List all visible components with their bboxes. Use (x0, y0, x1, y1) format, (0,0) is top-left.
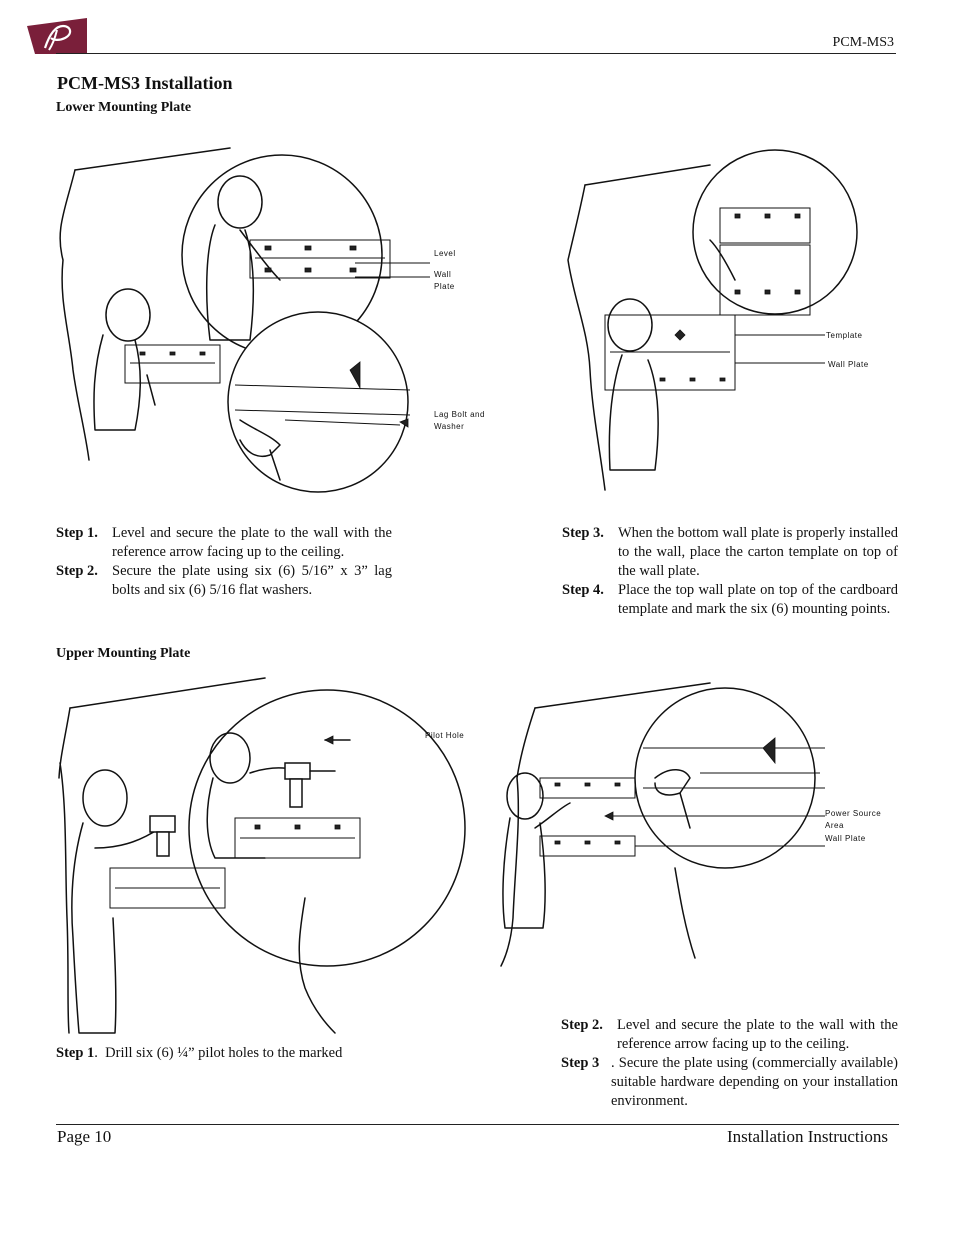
header-divider (56, 53, 896, 54)
step-key: Step 1. (56, 525, 98, 541)
step-key: Step 3 (561, 1055, 600, 1071)
step-item: Step 2. Level and secure the plate to th… (561, 1016, 898, 1054)
step-item: Step 4. Place the top wall plate on top … (562, 581, 898, 619)
steps-upper-right: Step 2. Level and secure the plate to th… (561, 1016, 898, 1111)
steps-lower-right: Step 3. When the bottom wall plate is pr… (562, 524, 898, 619)
step-text: . Secure the plate using (commercially a… (611, 1055, 898, 1109)
step-key: Step 2. (561, 1017, 603, 1033)
model-code: PCM-MS3 (832, 35, 894, 50)
page-number: Page 10 (57, 1127, 112, 1146)
figure-upper-secure: Power Source Area Wall Plate (495, 668, 895, 968)
step-item: Step 1 . Drill six (6) ¼” pilot holes to… (56, 1044, 456, 1063)
step-item: Step 1. Level and secure the plate to th… (56, 524, 392, 562)
step-text: Level and secure the plate to the wall w… (617, 1017, 898, 1052)
step-item: Step 2. Secure the plate using six (6) 5… (56, 562, 392, 600)
callout-lag-bolt: Lag Bolt and Washer (434, 410, 485, 431)
callout-wall-plate-3: Wall Plate (825, 834, 866, 843)
steps-upper-left: Step 1 . Drill six (6) ¼” pilot holes to… (56, 1044, 456, 1063)
step-key: Step 3. (562, 525, 604, 541)
figure-lower-template: Template Wall Plate (560, 130, 890, 525)
section-title-lower: Lower Mounting Plate (56, 100, 192, 115)
step-key: Step 1 (56, 1045, 95, 1061)
callout-power-source: Power Source Area (825, 809, 882, 830)
section-title-upper: Upper Mounting Plate (56, 646, 191, 661)
step-key: Step 2. (56, 563, 98, 579)
step-key: Step 4. (562, 582, 604, 598)
step-text: Place the top wall plate on top of the c… (618, 582, 898, 617)
callout-wall-plate: Wall Plate (434, 270, 455, 291)
callout-level: Level (434, 249, 456, 258)
callout-template: Template (826, 331, 863, 340)
callout-wall-plate-2: Wall Plate (828, 360, 869, 369)
step-text: Secure the plate using six (6) 5/16” x 3… (112, 563, 392, 598)
step-item: Step 3. When the bottom wall plate is pr… (562, 524, 898, 581)
brand-logo (27, 18, 87, 54)
figure-lower-level: Level Wall Plate Lag Bolt and Washer (55, 130, 495, 525)
footer-divider (56, 1124, 899, 1125)
step-text: When the bottom wall plate is properly i… (618, 525, 898, 579)
step-item: Step 3 . Secure the plate using (commerc… (561, 1054, 898, 1111)
page-title: PCM-MS3 Installation (57, 73, 233, 93)
step-text: Level and secure the plate to the wall w… (112, 525, 392, 560)
callout-pilot-hole: Pilot Hole (425, 731, 465, 740)
document-type: Installation Instructions (726, 1127, 888, 1146)
step-text: . Drill six (6) ¼” pilot holes to the ma… (94, 1045, 343, 1061)
figure-upper-drill: Pilot Hole (55, 668, 495, 1038)
steps-lower-left: Step 1. Level and secure the plate to th… (56, 524, 392, 600)
